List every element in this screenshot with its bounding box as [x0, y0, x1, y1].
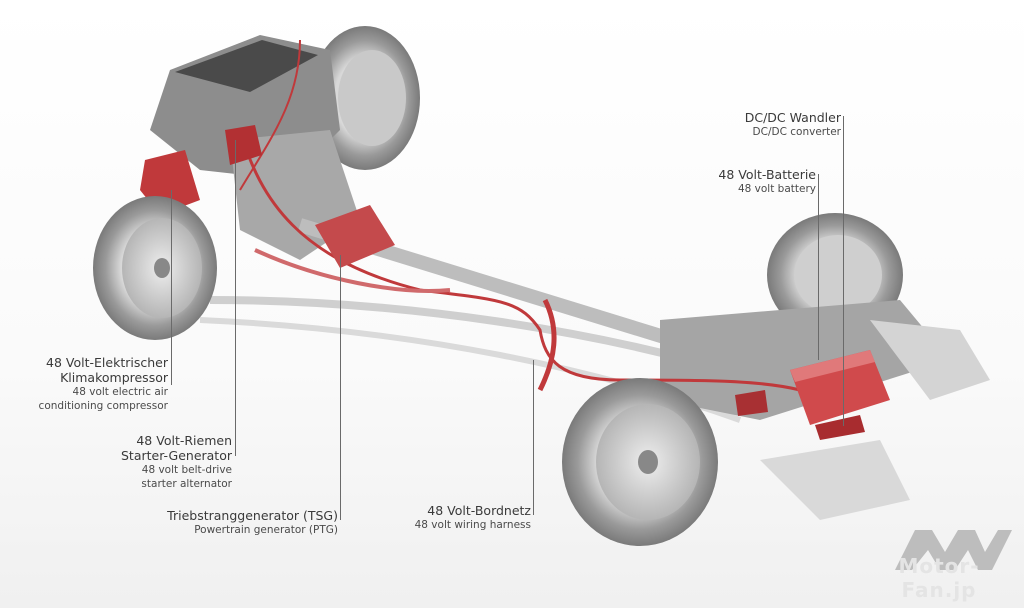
leader-line-dcdc — [843, 116, 844, 426]
label-de: 48 Volt-Riemen — [136, 433, 232, 448]
label-belt-starter: 48 Volt-Riemen Starter-Generator 48 volt… — [121, 433, 232, 491]
label-48v-battery: 48 Volt-Batterie 48 volt battery — [718, 167, 816, 196]
label-wiring-harness: 48 Volt-Bordnetz 48 volt wiring harness — [415, 503, 531, 532]
front-left-wheel — [93, 196, 217, 340]
label-de: Triebstranggenerator (TSG) — [167, 508, 338, 523]
motor-fan-logo — [895, 530, 1012, 570]
label-de: 48 Volt-Bordnetz — [427, 503, 531, 518]
label-en: 48 volt electric air — [72, 386, 168, 398]
powertrain-generator — [315, 205, 395, 268]
rear-axle — [660, 300, 990, 520]
label-en: 48 volt wiring harness — [414, 519, 531, 531]
label-ac-compressor: 48 Volt-Elektrischer Klimakompressor 48 … — [39, 355, 168, 413]
label-en: 48 volt battery — [737, 183, 816, 195]
dcdc-converter — [815, 415, 865, 440]
label-en: 48 volt belt-drive — [141, 464, 232, 476]
label-de: Starter-Generator — [120, 448, 232, 463]
watermark: Motor-Fan.jp — [864, 554, 1014, 602]
label-de: 48 Volt-Elektrischer — [46, 355, 168, 370]
rear-left-wheel — [562, 378, 718, 546]
leader-line-bordnetz — [533, 360, 534, 515]
48v-battery — [790, 350, 890, 425]
label-powertrain-generator: Triebstranggenerator (TSG) Powertrain ge… — [167, 508, 338, 537]
leader-line-riemen — [235, 140, 236, 456]
label-dcdc-converter: DC/DC Wandler DC/DC converter — [745, 110, 841, 139]
label-en: conditioning compressor — [38, 400, 168, 412]
label-de: Klimakompressor — [60, 370, 168, 385]
watermark-text: Motor-Fan.jp — [898, 554, 980, 602]
label-de: DC/DC Wandler — [744, 110, 841, 125]
leader-line-batterie — [818, 174, 819, 360]
belt-starter-generator — [225, 125, 262, 165]
rear-red-box — [735, 390, 768, 416]
leader-line-tsg — [340, 255, 341, 520]
front-right-wheel — [310, 26, 420, 170]
label-en: starter alternator — [141, 478, 232, 490]
label-en: Powertrain generator (PTG) — [194, 524, 338, 536]
leader-line-klima — [171, 190, 172, 385]
wiring-harness — [238, 39, 801, 392]
label-de: 48 Volt-Batterie — [718, 167, 816, 182]
label-en: DC/DC converter — [752, 126, 841, 138]
